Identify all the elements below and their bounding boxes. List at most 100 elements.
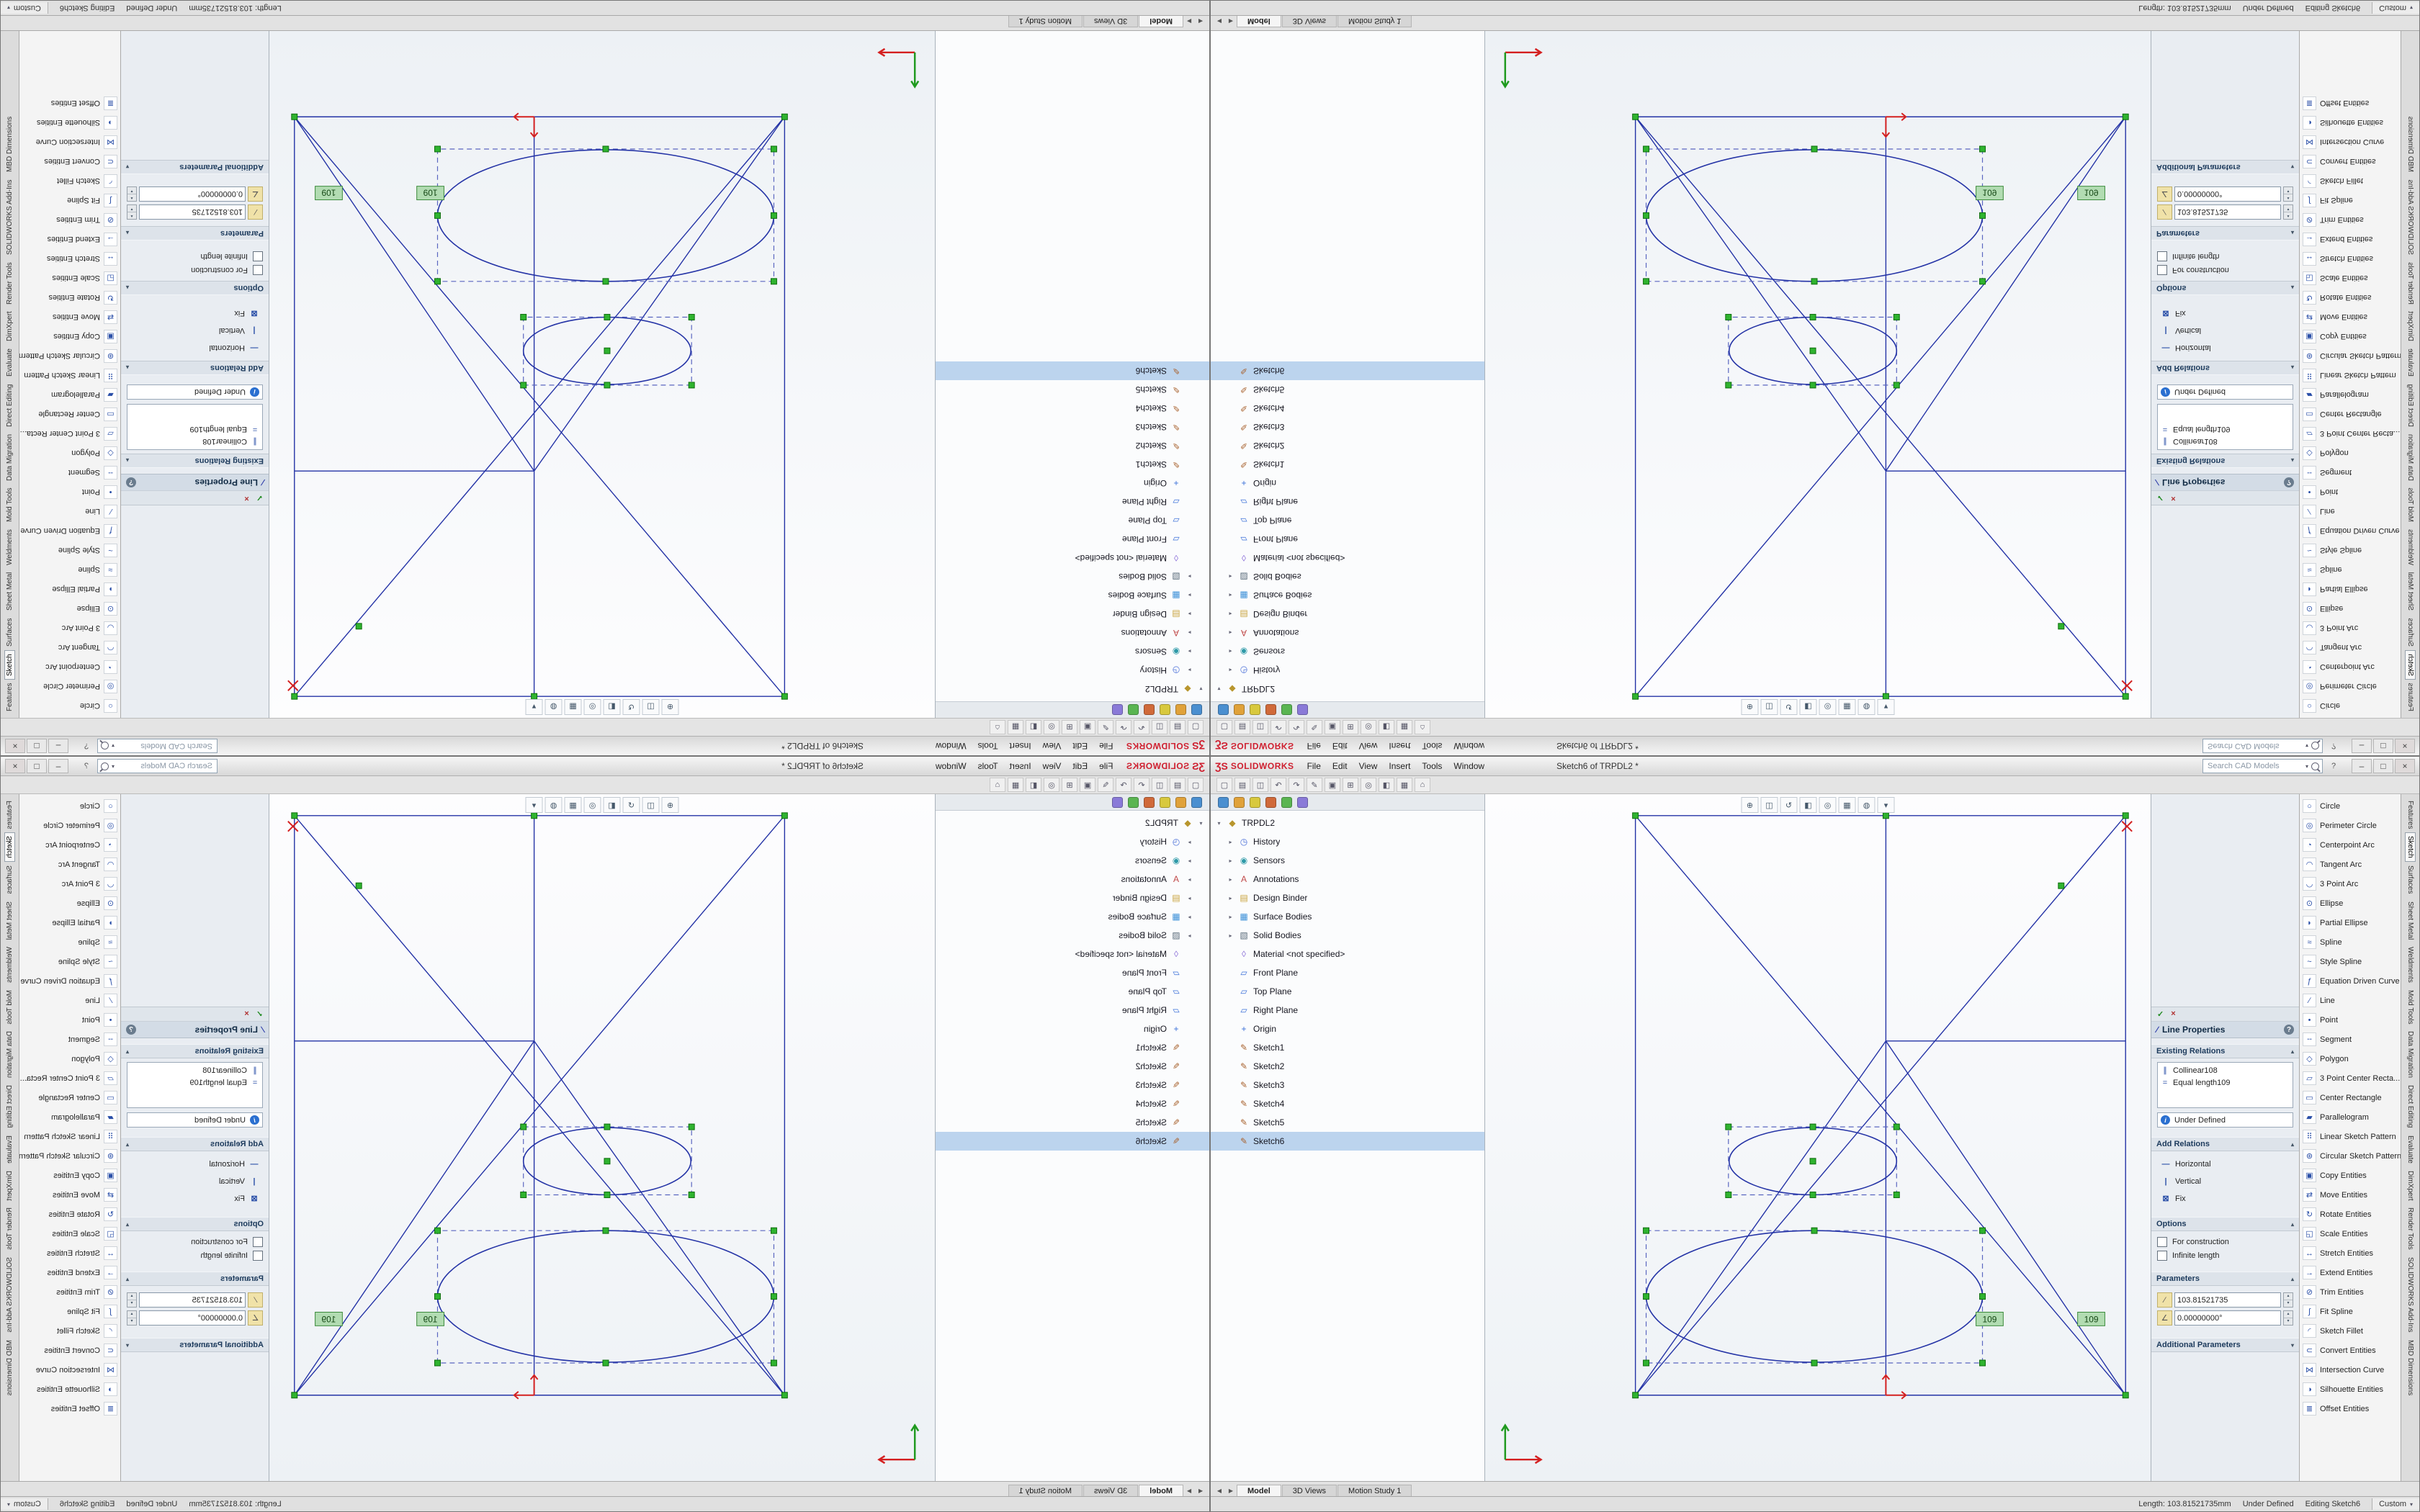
tree-expand-icon[interactable]: ▸ [1229,894,1232,901]
toolbar-button[interactable]: ◫ [1252,720,1268,734]
sketch-tool-item[interactable]: • Point [19,482,120,502]
sketch-tool-item[interactable]: ↔ Stretch Entities [19,1243,120,1263]
sketch-tool-item[interactable]: ⇄ Move Entities [19,1185,120,1205]
sketch-tool-item[interactable]: ⊙ Ellipse [2300,599,2401,618]
existing-relations-section-header[interactable]: Existing Relations ▴ [2151,1044,2299,1058]
sketch-tool-item[interactable]: ~ Style Spline [19,541,120,560]
search-icon[interactable] [101,742,109,750]
tree-item[interactable]: ▸ ▧ Solid Bodies [936,567,1209,586]
sketch-tool-item[interactable]: ╌ Segment [2300,463,2401,482]
sketch-tool-item[interactable]: ▰ Parallelogram [19,1107,120,1127]
sketch-tool-item[interactable]: ◔ Centerpoint Arc [19,657,120,677]
sketch-tool-item[interactable]: ⋈ Intersection Curve [2300,1360,2401,1380]
next-tab-icon[interactable]: ▶ [1228,1488,1234,1494]
sketch-tool-item[interactable]: ◇ Polygon [19,1049,120,1068]
sketch-tool-item[interactable]: ◑ Silhouette Entities [19,113,120,132]
add-relation-button[interactable]: ⊠ Fix [2157,305,2293,322]
sketch-tool-item[interactable]: ⊘ Trim Entities [2300,1282,2401,1302]
view-tool-button[interactable]: ⊕ [661,699,679,715]
toolbar-button[interactable]: ◎ [1361,720,1376,734]
featuremanager-tab-icon[interactable] [1128,796,1139,808]
toolbar-button[interactable]: ▦ [1008,778,1023,792]
menu-item[interactable]: View [1042,741,1062,751]
next-tab-icon[interactable]: ▶ [1186,1488,1192,1494]
add-relation-button[interactable]: | Vertical [2157,1173,2293,1189]
search-input[interactable] [117,741,215,751]
commandmanager-tab[interactable]: DimXpert [4,308,15,346]
commandmanager-tab[interactable]: Surfaces [4,614,15,649]
toolbar-button[interactable]: ▦ [1397,720,1412,734]
commandmanager-tab[interactable]: Sketch [2405,832,2416,863]
add-relation-button[interactable]: | Vertical [127,323,263,339]
commandmanager-tab[interactable]: Sketch [4,649,15,680]
menu-item[interactable]: View [1358,741,1378,751]
sketch-tool-item[interactable]: ↻ Rotate Entities [19,288,120,307]
featuremanager-tab-icon[interactable] [1281,704,1292,716]
tree-item[interactable]: ▸ ▤ Design Binder [936,605,1209,624]
option-row[interactable]: Infinite length [2157,1248,2293,1262]
menu-item[interactable]: File [1099,761,1113,771]
tree-expand-icon[interactable]: ▸ [1188,667,1191,674]
commandmanager-tab[interactable]: Surfaces [2405,614,2416,649]
sketch-tool-item[interactable]: ∫ Fit Spline [19,1302,120,1321]
tree-item[interactable]: ✎ Sketch6 [1211,361,1484,380]
commandmanager-tab[interactable]: Data Migration [4,431,15,485]
restore-button[interactable]: □ [27,759,47,773]
checkbox[interactable] [253,1250,263,1261]
sketch-tool-item[interactable]: ◎ Perimeter Circle [2300,816,2401,835]
view-tool-button[interactable]: ▦ [1838,699,1856,715]
tree-expand-icon[interactable]: ▾ [1217,685,1221,693]
tree-expand-icon[interactable]: ▸ [1229,838,1232,845]
tree-item[interactable]: ▾ ◆ TRPDL2 [1211,814,1484,832]
sketch-canvas[interactable]: 109 109 [269,794,935,1481]
document-tab[interactable]: Model [1237,16,1281,27]
sketch-tool-item[interactable]: ◔ Centerpoint Arc [2300,657,2401,677]
commandmanager-tab[interactable]: Evaluate [2405,345,2416,380]
commandmanager-tab[interactable]: Weldments [2405,943,2416,986]
menu-item[interactable]: Tools [1422,741,1443,751]
view-tool-button[interactable]: ◍ [544,797,563,813]
tree-item[interactable]: ✎ Sketch6 [1211,1132,1484,1151]
sketch-tool-item[interactable]: ○ Circle [19,696,120,716]
sketch-tool-item[interactable]: ◜ Sketch Fillet [19,1321,120,1341]
document-tab[interactable]: Model [1237,1485,1281,1496]
menu-item[interactable]: Window [935,761,967,771]
checkbox[interactable] [253,1236,263,1247]
tree-item[interactable]: ▱ Right Plane [1211,492,1484,511]
sketch-tool-item[interactable]: ƒ Equation Driven Curve [2300,971,2401,991]
option-row[interactable]: For construction [127,264,263,277]
tree-item[interactable]: ✎ Sketch6 [936,361,1209,380]
option-row[interactable]: Infinite length [127,1248,263,1262]
tree-item[interactable]: ▱ Right Plane [936,492,1209,511]
tree-expand-icon[interactable]: ▸ [1188,592,1191,599]
sketch-tool-item[interactable]: ⊛ Circular Sketch Pattern [2300,346,2401,366]
document-tab[interactable]: Motion Study 1 [1008,1485,1083,1496]
dimension-box[interactable] [416,1311,444,1326]
menu-item[interactable]: View [1042,761,1062,771]
tree-expand-icon[interactable]: ▸ [1229,629,1232,636]
sketch-tool-item[interactable]: ⊂ Convert Entities [19,1341,120,1360]
search-icon[interactable] [2311,742,2319,750]
sketch-tool-item[interactable]: ◠ Tangent Arc [19,855,120,874]
toolbar-button[interactable]: ◎ [1044,778,1059,792]
tree-item[interactable]: + Origin [936,1020,1209,1038]
tree-item[interactable]: ▱ Top Plane [1211,982,1484,1001]
tree-expand-icon[interactable]: ▸ [1188,913,1191,920]
parameter-input[interactable]: 103.81521735 [2174,1292,2281,1308]
sketch-tool-item[interactable]: ◗ Partial Ellipse [2300,580,2401,599]
tree-item[interactable]: ▱ Right Plane [1211,1001,1484,1020]
commandmanager-tab[interactable]: Sketch [4,832,15,863]
menu-item[interactable]: Edit [1332,741,1348,751]
search-icon[interactable] [2311,762,2319,770]
sketch-tool-item[interactable]: ⠿ Linear Sketch Pattern [19,366,120,385]
sketch-tool-item[interactable]: ⊘ Trim Entities [19,210,120,230]
commandmanager-tab[interactable]: DimXpert [2405,1167,2416,1205]
featuremanager-tab-icon[interactable] [1234,704,1245,716]
pm-cancel-icon[interactable]: × [2171,494,2176,503]
toolbar-button[interactable]: ▣ [1325,778,1340,792]
commandmanager-tab[interactable]: Mold Tools [4,485,15,526]
checkbox[interactable] [253,251,263,262]
tree-item[interactable]: ▸ ▦ Surface Bodies [936,586,1209,605]
featuremanager-tab-icon[interactable] [1144,704,1155,716]
additional-parameters-section-header[interactable]: Additional Parameters ▾ [121,1338,269,1352]
